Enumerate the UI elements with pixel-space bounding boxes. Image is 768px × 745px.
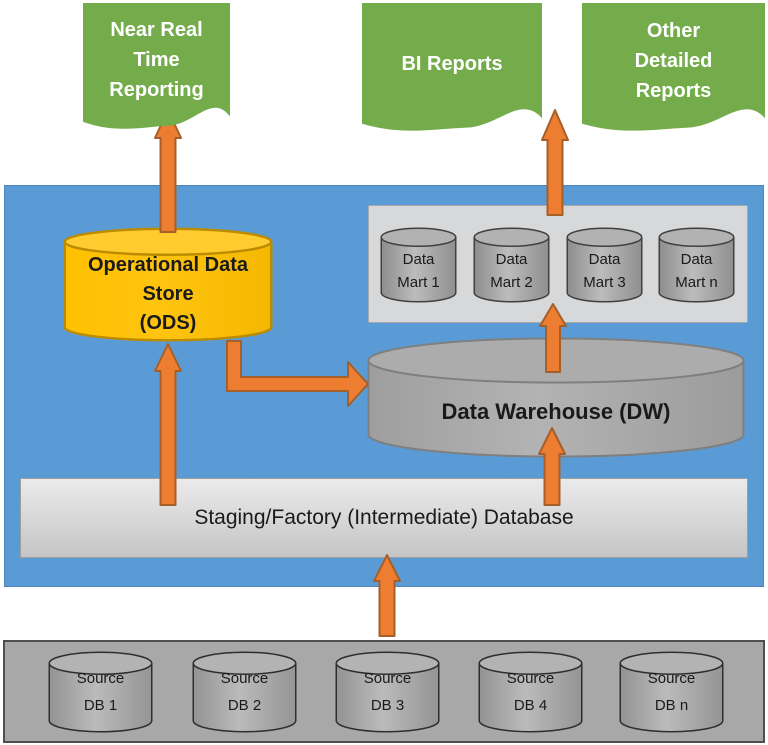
data-warehouse-cylinder: Data Warehouse (DW) xyxy=(367,337,745,458)
source-db-1-cylinder: Source DB 1 xyxy=(48,651,153,733)
cylinder-shape-icon xyxy=(566,227,643,303)
cylinder-shape-icon xyxy=(63,227,273,342)
ods-label: Operational Data Store (ODS) xyxy=(87,254,249,334)
cylinder-shape-icon xyxy=(380,227,457,303)
cylinder-shape-icon xyxy=(335,651,440,733)
source-db-4-label: Source DB 4 xyxy=(506,670,555,714)
cylinder-shape-icon xyxy=(48,651,153,733)
source-db-n-label: Source DB n xyxy=(647,670,696,714)
data-mart-n-label: Data Mart n xyxy=(675,251,718,291)
data-mart-n-cylinder: Data Mart n xyxy=(658,227,735,303)
cylinder-shape-icon xyxy=(478,651,583,733)
source-db-3-cylinder: Source DB 3 xyxy=(335,651,440,733)
data-mart-3-cylinder: Data Mart 3 xyxy=(566,227,643,303)
document-shape-icon xyxy=(83,3,230,129)
cylinder-shape-icon xyxy=(367,337,745,458)
staging-database-label: Staging/Factory (Intermediate) Database xyxy=(194,506,574,529)
ods-cylinder: Operational Data Store (ODS) xyxy=(63,227,273,342)
data-mart-2-label: Data Mart 2 xyxy=(490,251,533,291)
source-db-4-cylinder: Source DB 4 xyxy=(478,651,583,733)
source-db-2-cylinder: Source DB 2 xyxy=(192,651,297,733)
data-mart-1-label: Data Mart 1 xyxy=(397,251,440,291)
source-db-3-label: Source DB 3 xyxy=(363,670,412,714)
source-db-2-label: Source DB 2 xyxy=(220,670,269,714)
cylinder-shape-icon xyxy=(473,227,550,303)
document-shape-icon xyxy=(362,3,542,131)
source-db-1-label: Source DB 1 xyxy=(76,670,125,714)
data-mart-2-cylinder: Data Mart 2 xyxy=(473,227,550,303)
report-bi-label: BI Reports xyxy=(401,53,503,75)
report-near-real-time-label: Near Real Time Reporting xyxy=(109,19,204,101)
report-doc-near-real-time: Near Real Time Reporting xyxy=(83,3,230,135)
cylinder-shape-icon xyxy=(192,651,297,733)
data-warehouse-label: Data Warehouse (DW) xyxy=(441,399,671,424)
cylinder-shape-icon xyxy=(658,227,735,303)
source-db-n-cylinder: Source DB n xyxy=(619,651,724,733)
cylinder-shape-icon xyxy=(619,651,724,733)
report-doc-bi: BI Reports xyxy=(362,3,542,137)
document-shape-icon xyxy=(582,3,765,131)
report-doc-other-detailed: Other Detailed Reports xyxy=(582,3,765,137)
staging-database-panel: Staging/Factory (Intermediate) Database xyxy=(20,478,748,558)
data-mart-3-label: Data Mart 3 xyxy=(583,251,626,291)
data-mart-1-cylinder: Data Mart 1 xyxy=(380,227,457,303)
report-other-detailed-label: Other Detailed Reports xyxy=(634,20,713,102)
